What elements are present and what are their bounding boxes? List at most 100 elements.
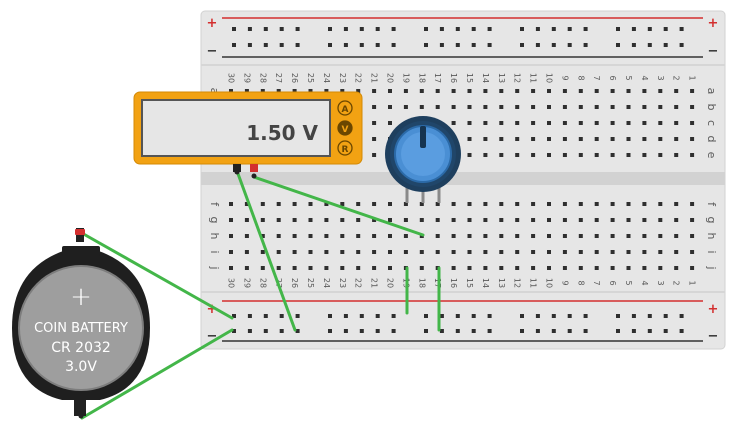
hole-e14[interactable] (483, 153, 488, 157)
rail-hole-top-minus[interactable] (232, 43, 236, 47)
rail-hole-top-minus[interactable] (583, 43, 588, 47)
hole-g20[interactable] (388, 218, 392, 222)
hole-h7[interactable] (594, 234, 599, 238)
rail-hole-bottom-plus[interactable] (295, 314, 300, 318)
hole-e4[interactable] (642, 153, 647, 157)
hole-b18[interactable] (419, 105, 424, 109)
hole-j14[interactable] (483, 266, 488, 270)
wire-battery-minus-to-rail[interactable] (80, 328, 234, 420)
hole-h23[interactable] (340, 234, 345, 238)
hole-g18[interactable] (419, 218, 424, 222)
rail-hole-bottom-minus[interactable] (471, 329, 476, 333)
rail-hole-top-plus[interactable] (487, 27, 492, 31)
hole-f3[interactable] (658, 202, 663, 206)
hole-i12[interactable] (515, 250, 520, 254)
rail-hole-top-minus[interactable] (616, 43, 620, 47)
hole-j28[interactable] (260, 266, 265, 270)
hole-b6[interactable] (610, 105, 615, 109)
hole-f23[interactable] (340, 202, 345, 206)
rail-hole-bottom-plus[interactable] (343, 314, 348, 318)
hole-b21[interactable] (372, 105, 377, 109)
hole-f26[interactable] (292, 202, 297, 206)
hole-a8[interactable] (578, 89, 583, 93)
rail-hole-top-minus[interactable] (263, 43, 268, 47)
hole-c5[interactable] (626, 121, 631, 125)
hole-i23[interactable] (340, 250, 345, 254)
hole-d8[interactable] (578, 137, 583, 141)
hole-a23[interactable] (340, 89, 345, 93)
hole-j6[interactable] (610, 266, 615, 270)
hole-j3[interactable] (658, 266, 663, 270)
hole-b13[interactable] (499, 105, 504, 109)
hole-d3[interactable] (658, 137, 663, 141)
hole-c16[interactable] (451, 121, 456, 125)
hole-a25[interactable] (308, 89, 313, 93)
hole-f5[interactable] (626, 202, 631, 206)
hole-i2[interactable] (674, 250, 679, 254)
rail-hole-top-plus[interactable] (359, 27, 364, 31)
rail-hole-bottom-plus[interactable] (328, 314, 332, 318)
rail-hole-bottom-plus[interactable] (232, 314, 236, 318)
hole-i29[interactable] (244, 250, 249, 254)
rail-hole-top-plus[interactable] (439, 27, 444, 31)
hole-a21[interactable] (372, 89, 377, 93)
rail-hole-bottom-minus[interactable] (583, 329, 588, 333)
hole-j21[interactable] (372, 266, 377, 270)
hole-j18[interactable] (419, 266, 424, 270)
hole-g25[interactable] (308, 218, 313, 222)
hole-c21[interactable] (372, 121, 377, 125)
hole-f14[interactable] (483, 202, 488, 206)
hole-e15[interactable] (467, 153, 472, 157)
rail-hole-top-minus[interactable] (424, 43, 428, 47)
hole-b7[interactable] (594, 105, 599, 109)
hole-d1[interactable] (690, 137, 695, 141)
hole-b4[interactable] (642, 105, 647, 109)
hole-h20[interactable] (388, 234, 392, 238)
rail-hole-top-minus[interactable] (295, 43, 300, 47)
hole-f8[interactable] (578, 202, 583, 206)
hole-c4[interactable] (642, 121, 647, 125)
hole-g7[interactable] (594, 218, 599, 222)
hole-a4[interactable] (642, 89, 647, 93)
hole-f27[interactable] (276, 202, 281, 206)
hole-g14[interactable] (483, 218, 488, 222)
hole-a19[interactable] (403, 89, 408, 93)
rail-hole-top-minus[interactable] (375, 43, 380, 47)
hole-h4[interactable] (642, 234, 647, 238)
rail-hole-bottom-plus[interactable] (631, 314, 636, 318)
rail-hole-bottom-plus[interactable] (455, 314, 460, 318)
hole-f22[interactable] (356, 202, 361, 206)
hole-e12[interactable] (515, 153, 520, 157)
hole-d11[interactable] (531, 137, 536, 141)
hole-j2[interactable] (674, 266, 679, 270)
hole-c8[interactable] (578, 121, 583, 125)
hole-b5[interactable] (626, 105, 631, 109)
multimeter[interactable]: 1.50 V A V R (133, 91, 363, 179)
rail-hole-bottom-plus[interactable] (391, 314, 396, 318)
hole-e21[interactable] (372, 153, 377, 157)
hole-e11[interactable] (531, 153, 536, 157)
rail-hole-bottom-minus[interactable] (424, 329, 428, 333)
hole-d13[interactable] (499, 137, 504, 141)
hole-h14[interactable] (483, 234, 488, 238)
hole-i11[interactable] (531, 250, 536, 254)
hole-b11[interactable] (531, 105, 536, 109)
hole-b1[interactable] (690, 105, 695, 109)
hole-i4[interactable] (642, 250, 647, 254)
hole-h1[interactable] (690, 234, 695, 238)
hole-i27[interactable] (276, 250, 281, 254)
hole-i28[interactable] (260, 250, 265, 254)
hole-i8[interactable] (578, 250, 583, 254)
mode-button-v[interactable]: V (337, 120, 353, 136)
rail-hole-bottom-minus[interactable] (679, 329, 684, 333)
hole-h21[interactable] (372, 234, 377, 238)
hole-f12[interactable] (515, 202, 520, 206)
hole-g12[interactable] (515, 218, 520, 222)
hole-g24[interactable] (324, 218, 329, 222)
hole-c2[interactable] (674, 121, 679, 125)
potentiometer[interactable] (385, 116, 461, 203)
hole-a11[interactable] (531, 89, 536, 93)
hole-a6[interactable] (610, 89, 615, 93)
hole-d21[interactable] (372, 137, 377, 141)
hole-f9[interactable] (562, 202, 567, 206)
